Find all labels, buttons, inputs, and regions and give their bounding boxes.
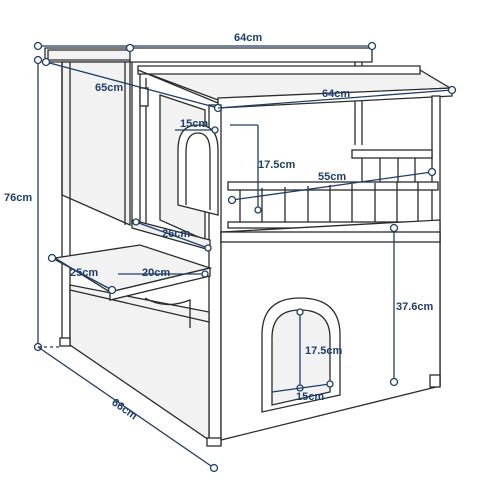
step-width-label: 20cm <box>142 267 170 279</box>
step-depth-line <box>51 257 113 291</box>
door-width-line <box>271 383 331 393</box>
railing-length-label: 55cm <box>318 171 346 183</box>
top-roof-side <box>129 47 373 63</box>
step-depth-label: 25cm <box>70 267 98 279</box>
door-height-label: 17.5cm <box>305 345 343 357</box>
dimension-lines <box>33 41 457 473</box>
base-depth-label: 66cm <box>109 396 139 422</box>
window-width-label: 15cm <box>180 118 208 130</box>
top-width-label: 64cm <box>234 32 262 44</box>
door-width-label: 15cm <box>296 391 324 403</box>
arched-window <box>177 124 219 216</box>
ledge-depth-label: 26cm <box>162 228 190 240</box>
front-width-line <box>217 89 453 109</box>
top-depth-line <box>45 61 219 109</box>
ledge-depth-line <box>135 221 209 249</box>
railing-length-line <box>231 171 433 201</box>
front-width-label: 64cm <box>322 88 350 100</box>
total-height-label: 76cm <box>4 192 32 204</box>
dimension-labels: 64cm 65cm 64cm 15cm 17.5cm 55cm 76cm 26c… <box>4 32 434 423</box>
base-depth-line <box>37 346 215 469</box>
window-height-label: 17.5cm <box>258 159 296 171</box>
lower-height-label: 37.6cm <box>396 301 434 313</box>
house-structure <box>44 47 453 447</box>
top-depth-label: 65cm <box>95 82 123 94</box>
